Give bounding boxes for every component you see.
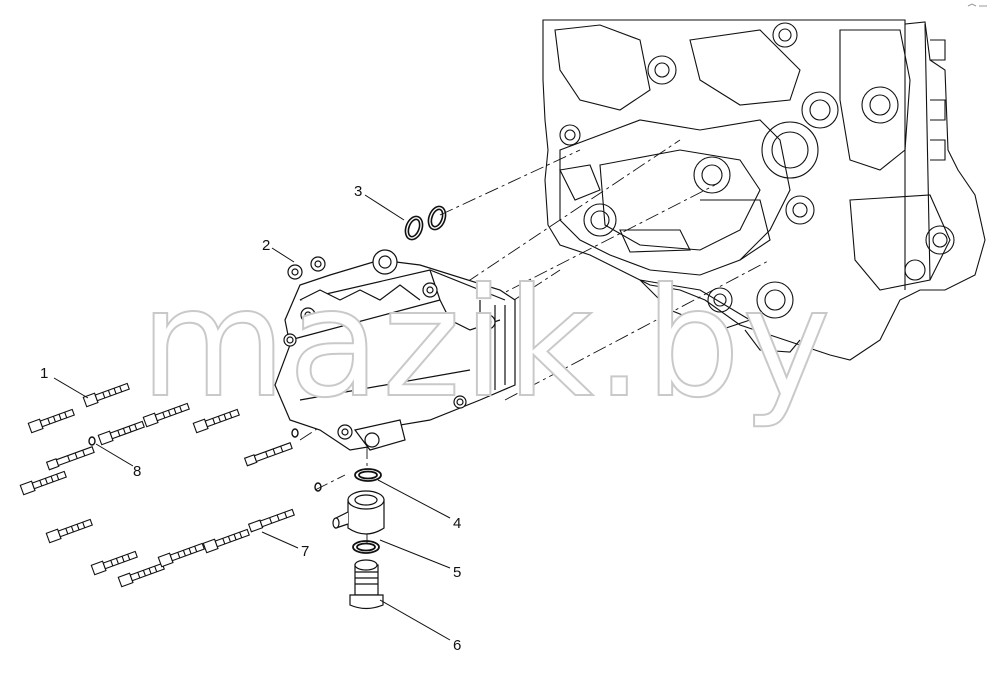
bolt [45,518,93,544]
studs [45,442,295,533]
seal-ring-upper [354,468,382,482]
watermark-text: mazik.by [140,257,833,431]
o-rings [404,205,447,241]
callout-6: 6 [453,637,461,654]
callout-7: 7 [301,543,309,560]
callout-1: 1 [40,365,48,382]
bolt [157,542,205,568]
bolt [202,528,250,554]
banjo-bolt [349,559,384,610]
seal-ring-lower [352,540,380,554]
bolt [19,470,67,496]
bolt [117,562,165,588]
leader-lines [53,194,451,641]
stud [247,508,295,533]
bolt [192,408,240,434]
bolts [19,382,250,588]
callout-3: 3 [354,183,362,200]
oil-cooler-housing [274,249,516,451]
washers [88,428,322,492]
bolt [142,402,190,428]
callout-2: 2 [262,237,270,254]
callout-8: 8 [133,463,141,480]
stud [45,446,95,471]
bolt [27,408,75,434]
stud [243,442,293,467]
bolt [82,382,130,408]
bolt [90,550,138,576]
banjo-fitting [332,490,385,535]
bolt [97,420,145,446]
callout-5: 5 [453,564,461,581]
engine-block [542,19,986,361]
corner-mark-icon [967,3,987,7]
callout-4: 4 [453,515,461,532]
